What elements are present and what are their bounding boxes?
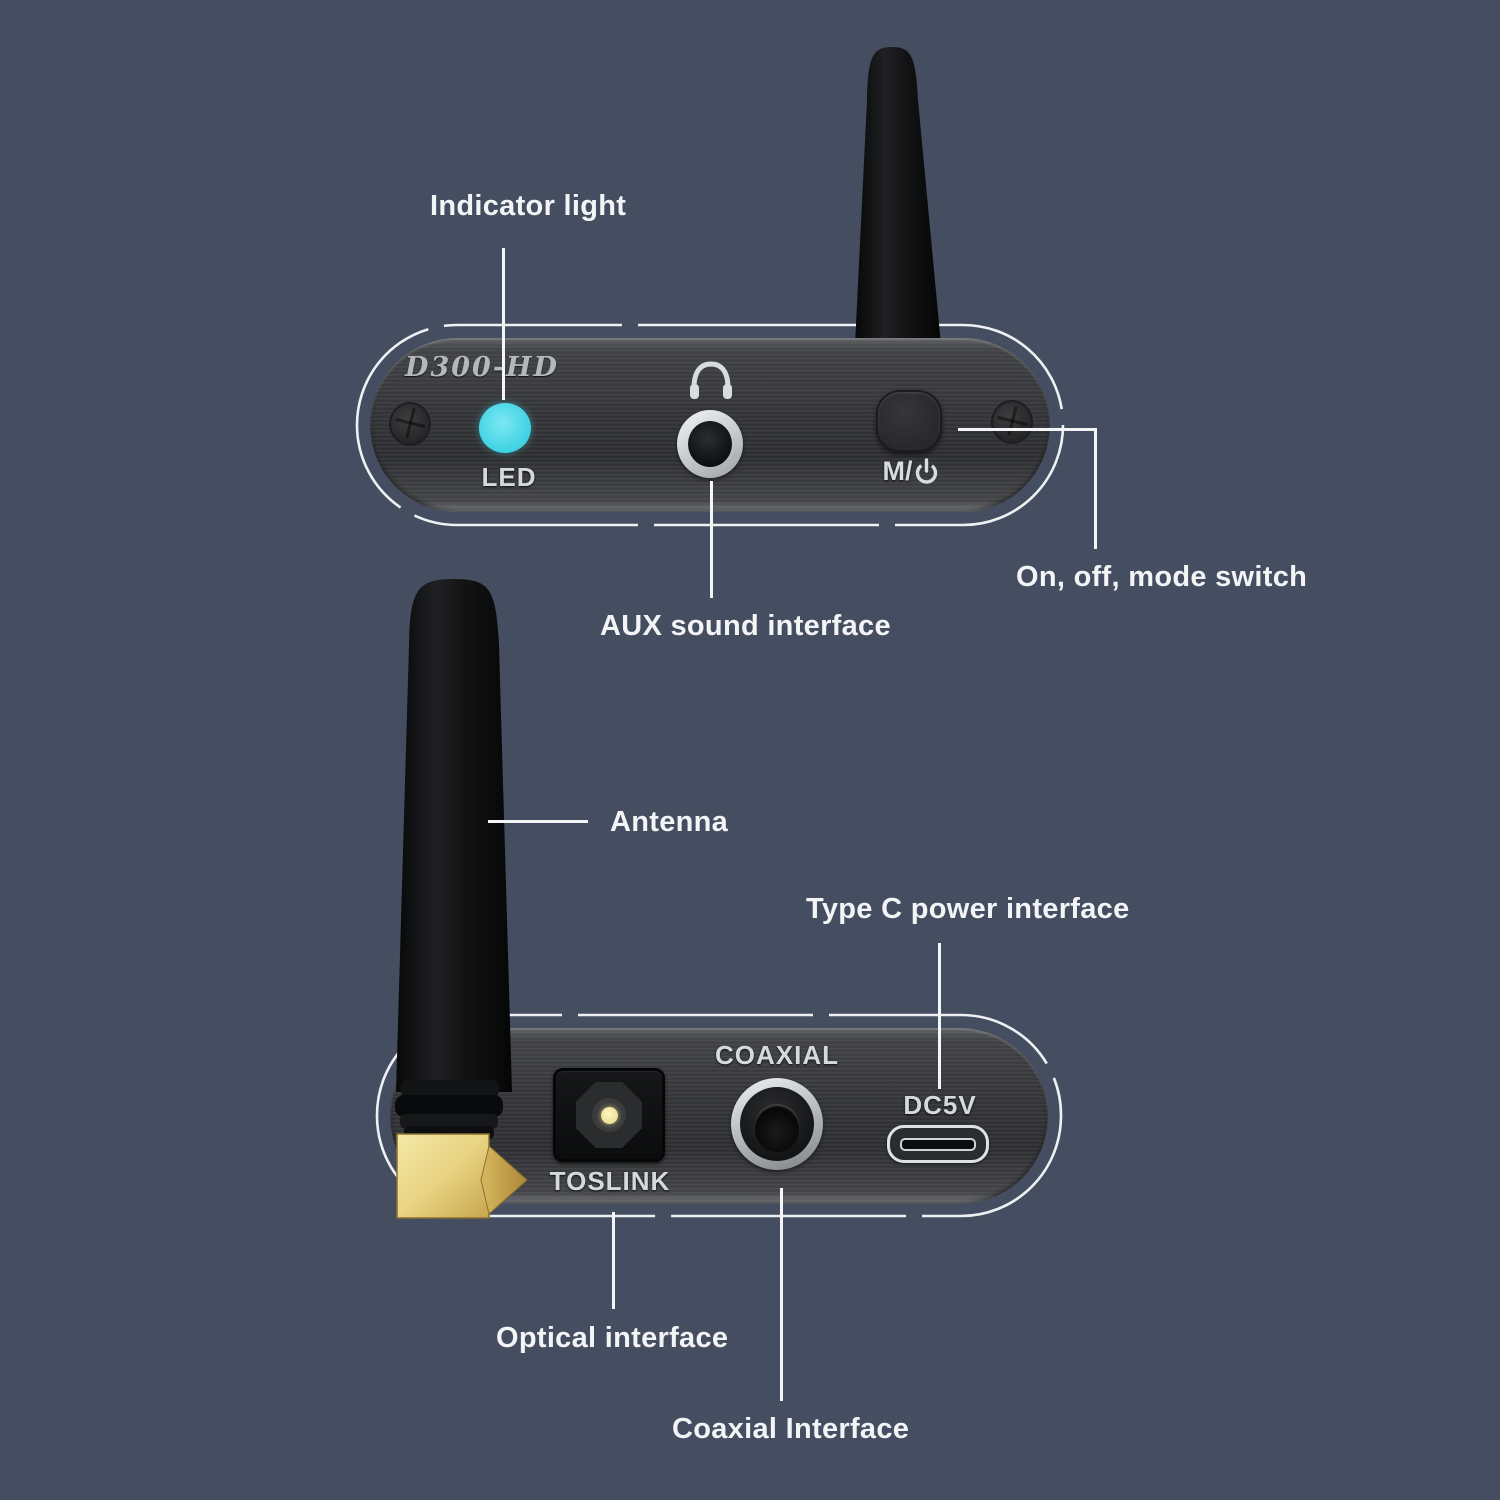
aux-jack [677, 410, 743, 478]
toslink-shutter [576, 1082, 642, 1148]
toslink-light [600, 1106, 618, 1124]
antenna-base-ring [401, 1080, 499, 1098]
indicator-callout-line [502, 248, 505, 400]
mode-button-label: M/ [883, 456, 940, 487]
antenna-callout-line [488, 820, 588, 823]
toslink-label: TOSLINK [549, 1166, 671, 1196]
coaxial-port-hole [754, 1104, 800, 1152]
optical-callout-line [612, 1212, 615, 1309]
coaxial-port [731, 1078, 823, 1170]
headphone-icon [690, 361, 732, 399]
screw-icon [991, 400, 1033, 444]
coaxial-callout-line [780, 1188, 783, 1401]
mode-button-text: M/ [882, 456, 913, 486]
toslink-port [553, 1068, 665, 1162]
antenna-base-ring [400, 1114, 498, 1129]
mode-callout-line-v [1094, 428, 1097, 549]
coaxial-port-label: COAXIAL [715, 1040, 839, 1070]
power-icon [915, 457, 938, 484]
aux-jack-hole [688, 421, 732, 467]
screw-icon [389, 402, 431, 446]
indicator-light-label: Indicator light [430, 190, 627, 222]
front-antenna [855, 47, 941, 345]
typec-callout-line [938, 943, 941, 1089]
led-label: LED [481, 462, 537, 492]
antenna-base-ring [395, 1095, 503, 1117]
sma-connector-block [396, 1133, 490, 1219]
typec-interface-label: Type C power interface [806, 893, 1130, 925]
usb-c-slot [900, 1137, 976, 1151]
rear-antenna [396, 579, 512, 1092]
sma-connector-tip [480, 1145, 528, 1215]
aux-callout-line [710, 481, 713, 598]
mode-switch-label: On, off, mode switch [1016, 561, 1308, 593]
toslink-ring [592, 1098, 626, 1132]
mode-power-button [876, 390, 942, 452]
antenna-label: Antenna [610, 806, 729, 838]
usb-c-port [887, 1125, 989, 1163]
mode-callout-line-h [958, 428, 1097, 431]
aux-interface-label: AUX sound interface [600, 610, 891, 642]
model-logo: D300-HD [405, 352, 559, 383]
coaxial-port-face [740, 1087, 814, 1161]
optical-interface-label: Optical interface [496, 1322, 729, 1354]
dc5v-label: DC5V [903, 1090, 977, 1120]
led-indicator-dot [479, 403, 531, 453]
rear-panel-outline [375, 1013, 1063, 1218]
coaxial-interface-label: Coaxial Interface [672, 1413, 910, 1445]
